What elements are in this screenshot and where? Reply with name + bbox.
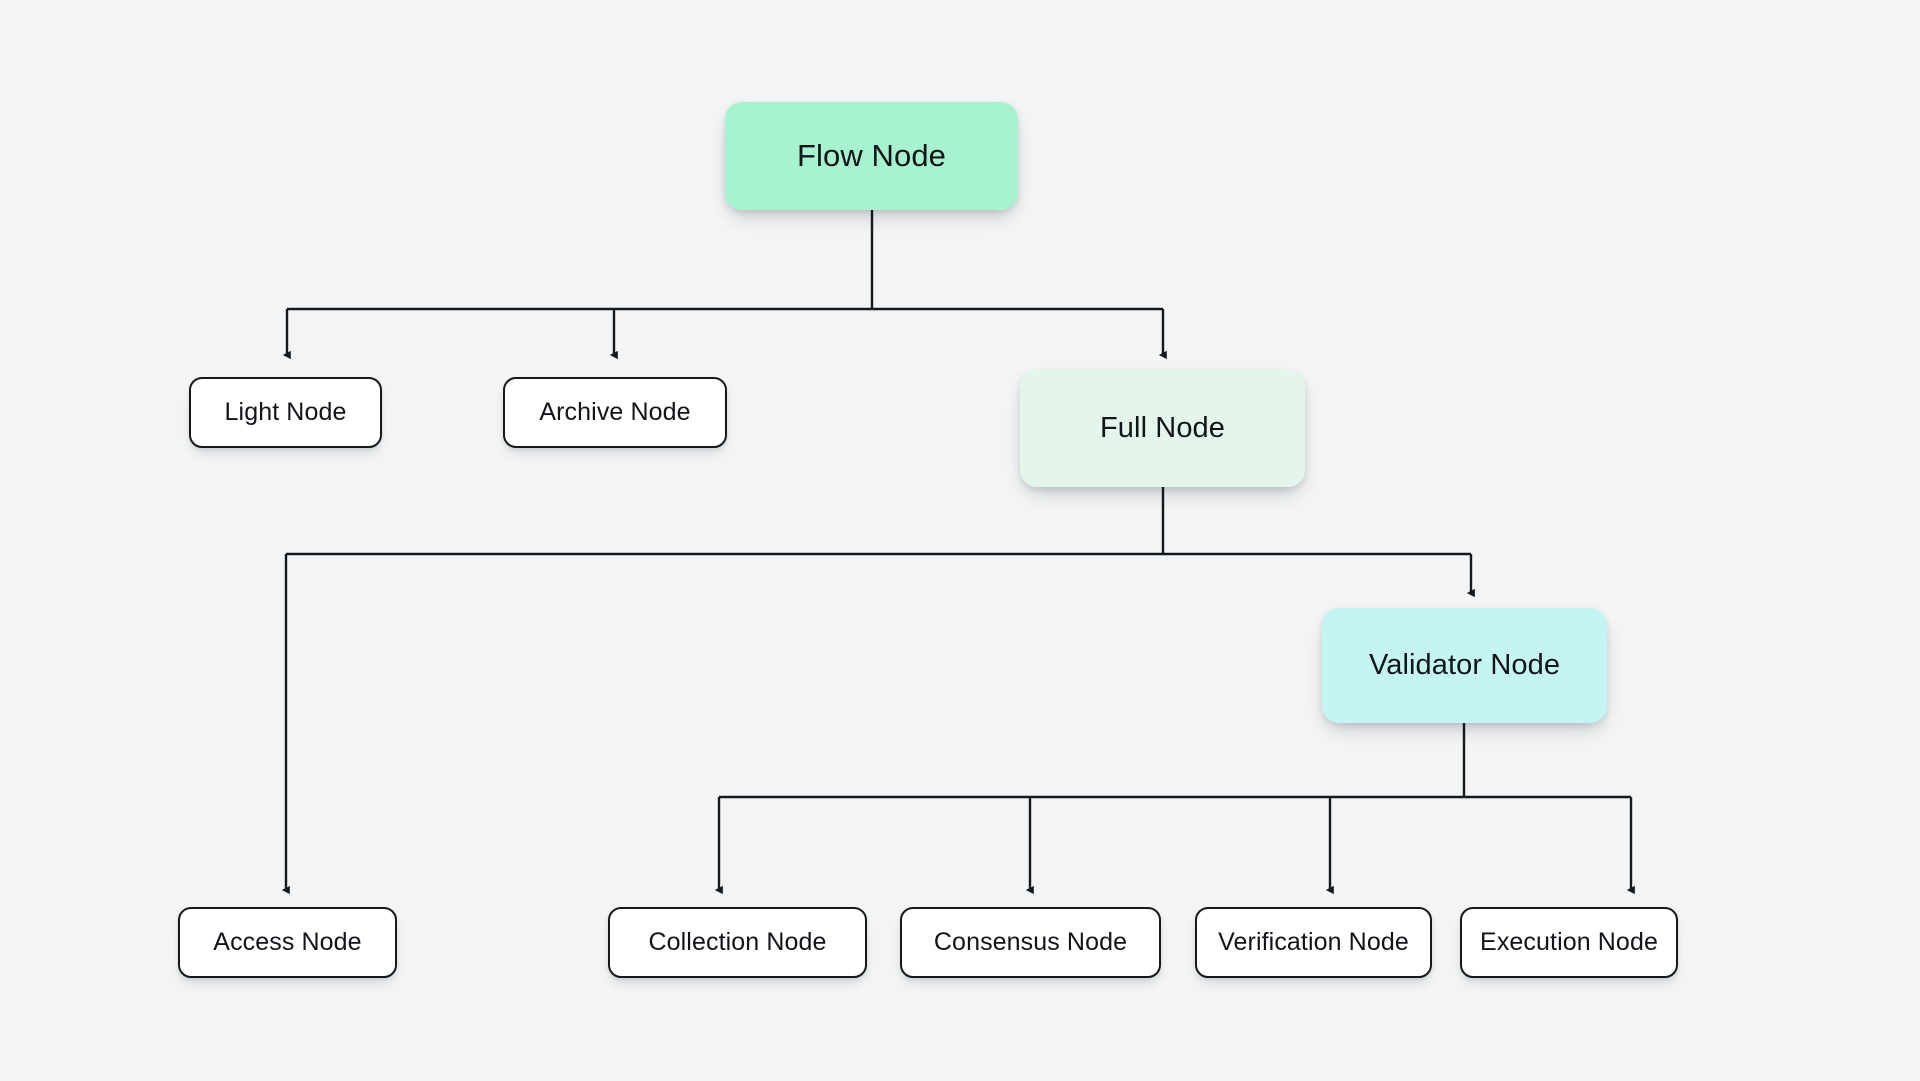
node-validator-node[interactable]: Validator Node	[1322, 608, 1607, 723]
node-execution-node[interactable]: Execution Node	[1460, 907, 1678, 978]
node-access-node[interactable]: Access Node	[178, 907, 397, 978]
node-full-node[interactable]: Full Node	[1020, 370, 1305, 487]
node-flow-node[interactable]: Flow Node	[725, 102, 1018, 210]
node-archive-node[interactable]: Archive Node	[503, 377, 727, 448]
node-collection-node[interactable]: Collection Node	[608, 907, 867, 978]
node-consensus-node[interactable]: Consensus Node	[900, 907, 1161, 978]
node-light-node[interactable]: Light Node	[189, 377, 382, 448]
node-verification-node[interactable]: Verification Node	[1195, 907, 1432, 978]
